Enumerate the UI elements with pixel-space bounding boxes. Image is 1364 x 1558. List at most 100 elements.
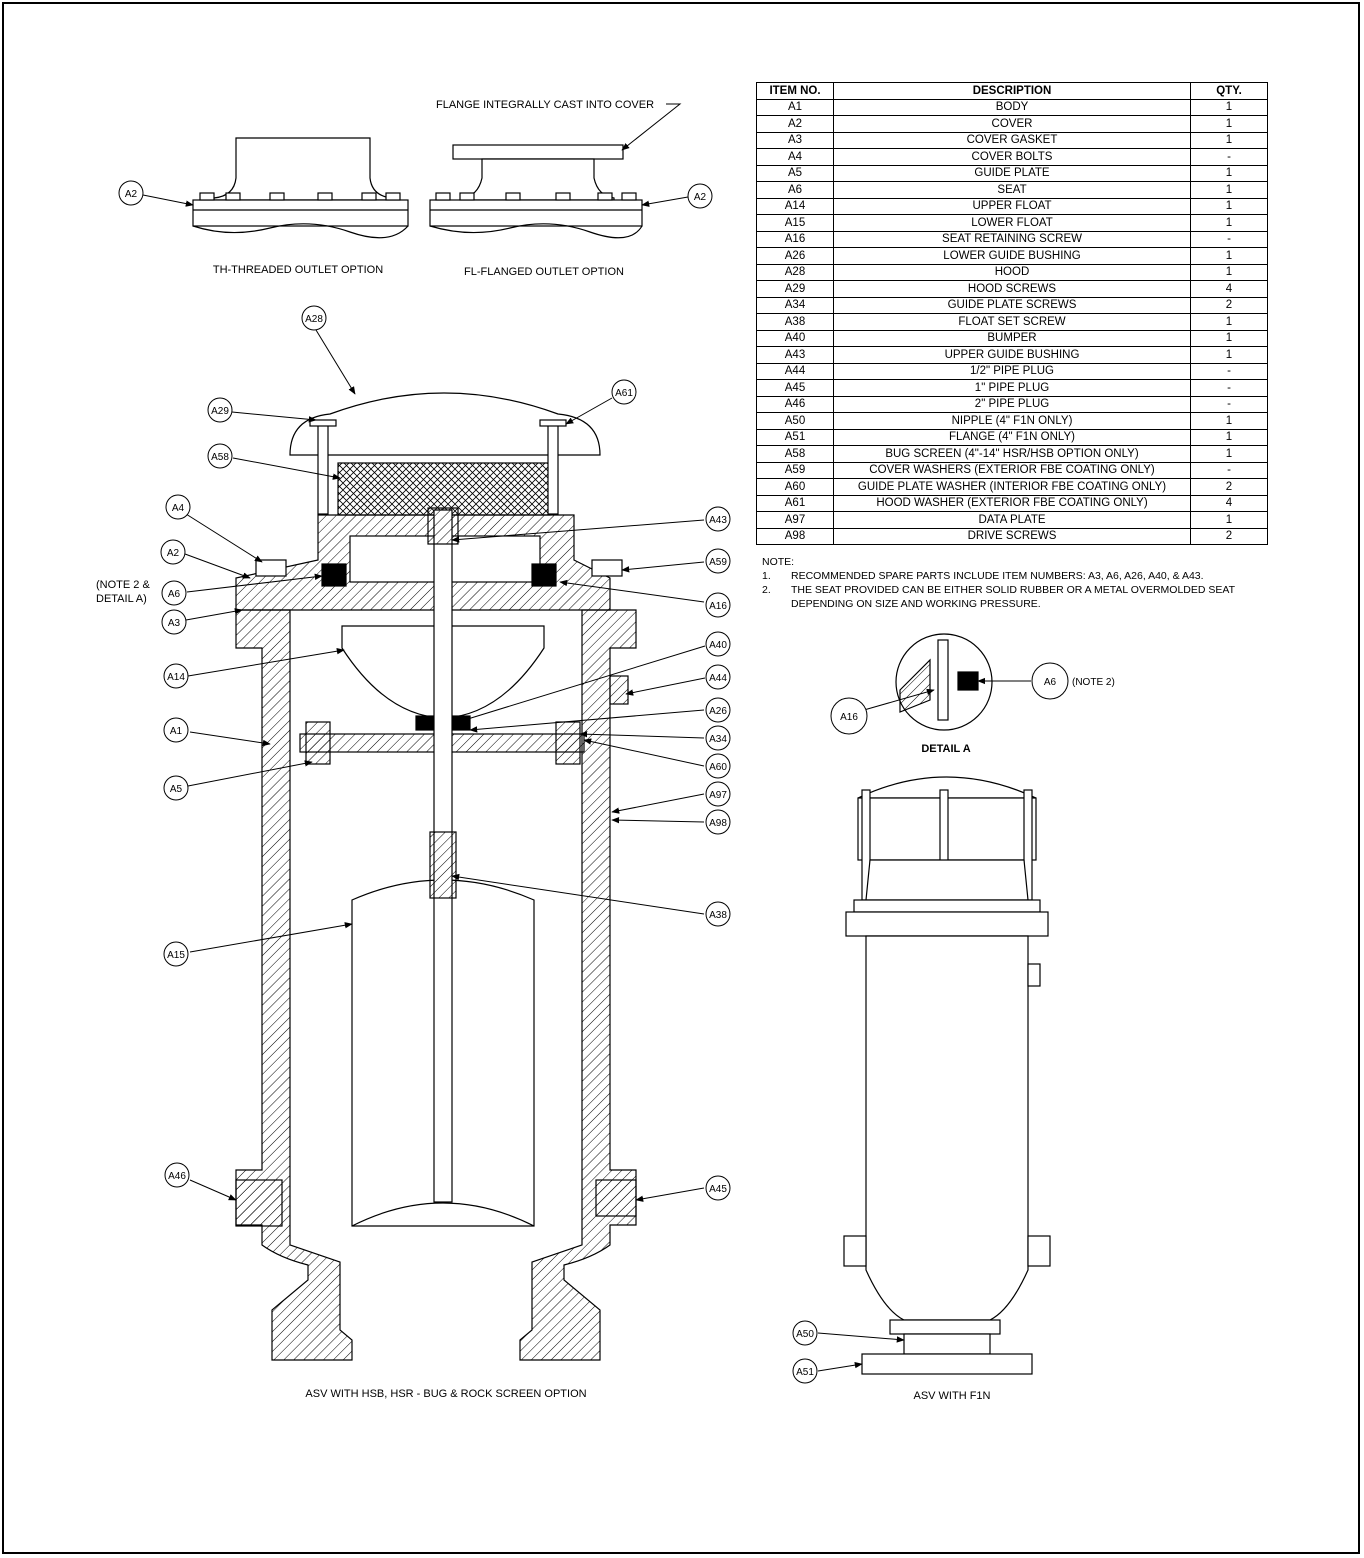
balloon-a16-detail: A16 [830, 697, 868, 735]
qty-cell: - [1190, 230, 1268, 248]
description-cell: FLANGE (4" F1N ONLY) [833, 428, 1191, 446]
item-no-cell: A61 [756, 494, 834, 512]
balloon-a2-flanged: A2 [687, 183, 713, 209]
qty-cell: 1 [1190, 329, 1268, 347]
balloon-a34: A34 [705, 725, 731, 751]
flanged-outlet-view [429, 144, 643, 239]
balloon-a61: A61 [611, 379, 637, 405]
svg-text:A58: A58 [211, 452, 229, 463]
item-no-cell: A38 [756, 313, 834, 331]
balloon-a46: A46 [164, 1162, 190, 1188]
balloon-a51: A51 [792, 1358, 818, 1384]
description-cell: COVER GASKET [833, 131, 1191, 149]
balloon-a97: A97 [705, 781, 731, 807]
header-item-no: ITEM NO. [756, 82, 834, 100]
balloon-a6: A6 [161, 580, 187, 606]
description-cell: HOOD SCREWS [833, 280, 1191, 298]
main-section-view [235, 392, 637, 1361]
svg-text:A46: A46 [168, 1171, 186, 1182]
item-no-cell: A97 [756, 511, 834, 529]
qty-cell: 1 [1190, 181, 1268, 199]
table-header-row: ITEM NO. DESCRIPTION QTY. [756, 82, 1268, 100]
svg-text:A98: A98 [709, 818, 727, 829]
qty-cell: 1 [1190, 98, 1268, 116]
description-cell: LOWER GUIDE BUSHING [833, 247, 1191, 265]
notes-block: NOTE: 1. RECOMMENDED SPARE PARTS INCLUDE… [762, 555, 1282, 611]
svg-text:A34: A34 [709, 734, 727, 745]
description-cell: GUIDE PLATE [833, 164, 1191, 182]
main-caption: ASV WITH HSB, HSR - BUG & ROCK SCREEN OP… [305, 1388, 586, 1400]
description-cell: SEAT RETAINING SCREW [833, 230, 1191, 248]
item-no-cell: A51 [756, 428, 834, 446]
balloon-a3: A3 [161, 609, 187, 635]
svg-text:A28: A28 [305, 314, 323, 325]
description-cell: GUIDE PLATE WASHER (INTERIOR FBE COATING… [833, 478, 1191, 496]
svg-text:A29: A29 [211, 406, 229, 417]
flange-note: FLANGE INTEGRALLY CAST INTO COVER [436, 99, 654, 111]
description-cell: COVER WASHERS (EXTERIOR FBE COATING ONLY… [833, 461, 1191, 479]
description-cell: COVER [833, 115, 1191, 133]
qty-cell: 1 [1190, 131, 1268, 149]
balloon-a15: A15 [163, 941, 189, 967]
svg-text:A60: A60 [709, 762, 727, 773]
item-balloons: A2 A2 A28 A29 A61 A58 A4 A2 A6 A3 A14 A1… [118, 180, 1069, 1384]
svg-text:A4: A4 [172, 503, 185, 514]
item-no-cell: A2 [756, 115, 834, 133]
balloon-a28: A28 [301, 305, 327, 331]
svg-text:A40: A40 [709, 640, 727, 651]
description-cell: 1/2" PIPE PLUG [833, 362, 1191, 380]
description-cell: HOOD WASHER (EXTERIOR FBE COATING ONLY) [833, 494, 1191, 512]
description-cell: BUG SCREEN (4"-14" HSR/HSB OPTION ONLY) [833, 445, 1191, 463]
svg-text:A14: A14 [167, 672, 185, 683]
svg-text:A16: A16 [709, 601, 727, 612]
item-no-cell: A34 [756, 296, 834, 314]
svg-text:A2: A2 [167, 548, 180, 559]
balloon-a38: A38 [705, 901, 731, 927]
f1n-caption: ASV WITH F1N [913, 1390, 990, 1402]
item-no-cell: A3 [756, 131, 834, 149]
svg-text:A26: A26 [709, 706, 727, 717]
note-1: 1. RECOMMENDED SPARE PARTS INCLUDE ITEM … [762, 569, 1282, 583]
svg-text:A59: A59 [709, 557, 727, 568]
detail-a-view [895, 633, 993, 731]
item-no-cell: A58 [756, 445, 834, 463]
svg-text:A16: A16 [840, 712, 858, 723]
svg-text:A6: A6 [1044, 677, 1057, 688]
note2-label-line2: DETAIL A) [96, 593, 147, 605]
note-2: 2. THE SEAT PROVIDED CAN BE EITHER SOLID… [762, 583, 1282, 611]
balloon-a2-threaded: A2 [118, 180, 144, 206]
qty-cell: 1 [1190, 164, 1268, 182]
note2-label-line1: (NOTE 2 & [96, 579, 150, 591]
balloon-a5: A5 [163, 775, 189, 801]
item-no-cell: A1 [756, 98, 834, 116]
description-cell: DRIVE SCREWS [833, 527, 1191, 545]
description-cell: COVER BOLTS [833, 148, 1191, 166]
svg-text:A51: A51 [796, 1367, 814, 1378]
balloon-a45: A45 [705, 1175, 731, 1201]
balloon-a60: A60 [705, 753, 731, 779]
qty-cell: 4 [1190, 280, 1268, 298]
qty-cell: - [1190, 461, 1268, 479]
qty-cell: - [1190, 379, 1268, 397]
leader-lines [142, 194, 1031, 1372]
note-1-text: RECOMMENDED SPARE PARTS INCLUDE ITEM NUM… [791, 570, 1204, 582]
balloon-a6-detail: A6 [1031, 662, 1069, 700]
item-no-cell: A45 [756, 379, 834, 397]
description-cell: LOWER FLOAT [833, 214, 1191, 232]
balloon-a16-main: A16 [705, 592, 731, 618]
item-no-cell: A43 [756, 346, 834, 364]
note-1-number: 1. [762, 570, 771, 582]
balloon-a50: A50 [792, 1320, 818, 1346]
